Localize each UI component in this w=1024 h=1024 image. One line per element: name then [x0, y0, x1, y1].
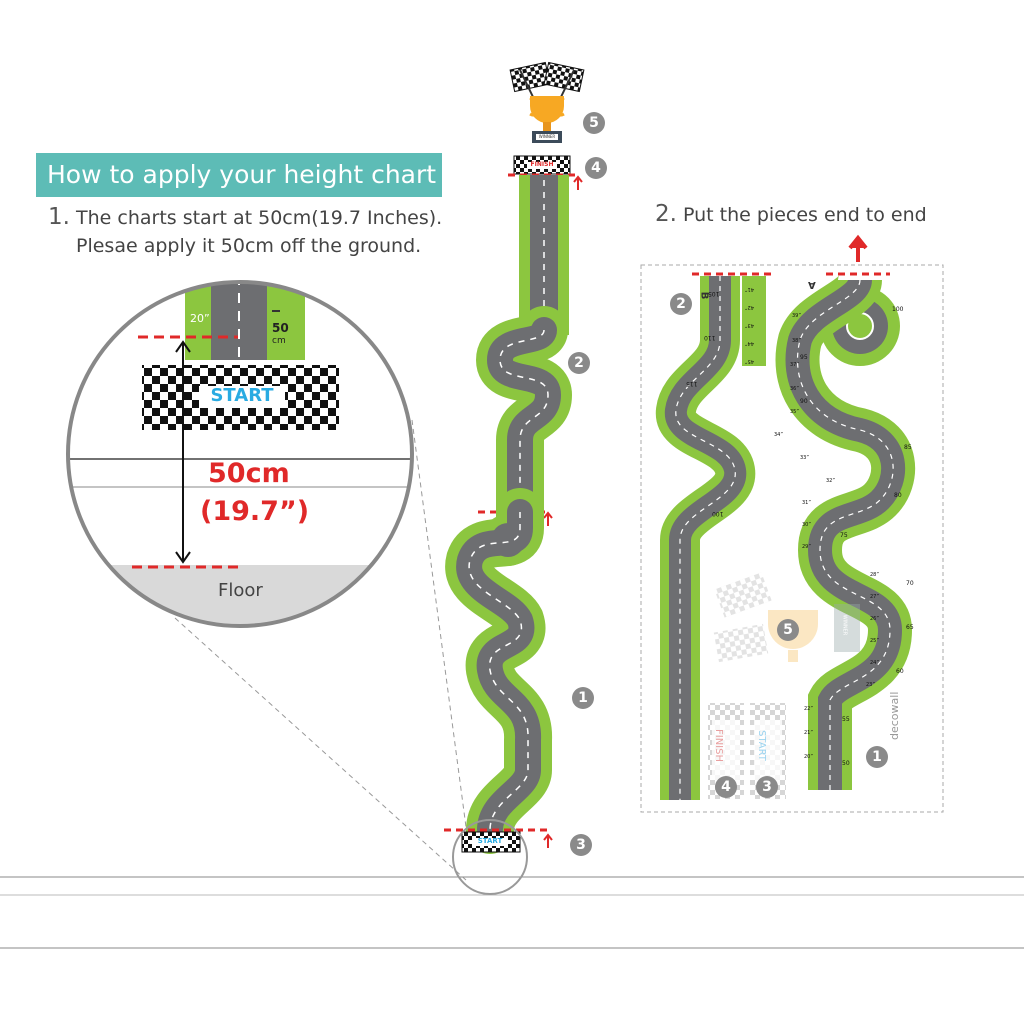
right-strip-cm-55: 55 — [842, 716, 850, 723]
left-strip-cm-110: 110 — [704, 334, 716, 341]
floor-lines — [0, 876, 1024, 949]
right-strip-cm-75: 75 — [840, 532, 848, 539]
right-strip-in-22: 22” — [804, 706, 813, 712]
right-strip-cm-70: 70 — [906, 580, 914, 587]
trophy-icon — [509, 61, 585, 143]
brand-logo: decowall — [888, 691, 901, 740]
right-strip-in-35: 35” — [790, 409, 799, 415]
step-2-number: 2. — [655, 201, 677, 227]
piece-badge-2: 2 — [568, 352, 590, 374]
sheet-badge-1: 1 — [866, 746, 888, 768]
distance-metric: 50cm — [208, 458, 290, 489]
instructions-heading: How to apply your height chart — [36, 153, 442, 197]
assembled-winner-label: WINNER — [538, 134, 556, 139]
left-strip-in-44: 44” — [745, 340, 754, 346]
sheet-finish-label: FINISH — [713, 729, 724, 762]
step-2: 2. Put the pieces end to end — [655, 201, 927, 227]
right-strip-in-29: 29” — [802, 544, 811, 550]
left-strip-in-42: 42” — [745, 304, 754, 310]
zoom-cm-unit: cm — [272, 336, 286, 346]
piece-badge-5: 5 — [583, 112, 605, 134]
zoom-start-label: START — [210, 385, 274, 406]
sheet-winner-label: WINNER — [841, 614, 848, 636]
piece-badge-4: 4 — [585, 157, 607, 179]
right-strip-cm-90: 90 — [800, 398, 808, 405]
right-strip-in-31: 31” — [802, 500, 811, 506]
right-strip-in-38: 38” — [792, 338, 801, 344]
step-1: 1. The charts start at 50cm(19.7 Inches)… — [48, 203, 442, 260]
right-strip-cm-80: 80 — [894, 492, 902, 499]
left-strip-in-41: 41” — [745, 286, 754, 292]
distance-imperial: (19.7”) — [200, 496, 310, 527]
sheet-badge-5: 5 — [777, 619, 799, 641]
step-1-line-1: The charts start at 50cm(19.7 Inches). — [76, 207, 443, 229]
right-strip-in-26: 26” — [870, 616, 879, 622]
left-strip-in-43: 43” — [745, 322, 754, 328]
sticker-sheet — [640, 234, 944, 813]
zoom-detail — [68, 282, 412, 626]
sheet-badge-2: 2 — [670, 293, 692, 315]
right-strip-in-24: 24” — [870, 660, 879, 666]
zoom-circle — [66, 280, 414, 628]
step-1-line-2: Plesae apply it 50cm off the ground. — [76, 235, 422, 257]
right-strip-cm-100: 100 — [892, 306, 904, 313]
zoom-cm-mark: 50 cm — [272, 321, 289, 347]
right-strip-in-36: 36” — [790, 386, 799, 392]
joint-label-a: A — [808, 279, 816, 290]
right-strip-in-20: 20” — [804, 754, 813, 760]
right-strip-in-30: 30” — [802, 522, 811, 528]
zoom-connector — [174, 419, 469, 881]
step-2-text: Put the pieces end to end — [683, 204, 927, 226]
right-strip-cm-50: 50 — [842, 760, 850, 767]
right-strip-in-34: 34” — [774, 432, 783, 438]
right-strip-cm-85: 85 — [904, 444, 912, 451]
right-strip-in-25: 25” — [870, 638, 879, 644]
right-strip-in-23: 23” — [866, 682, 875, 688]
piece-badge-1: 1 — [572, 687, 594, 709]
right-strip-cm-65: 65 — [906, 624, 914, 631]
sheet-badge-3: 3 — [756, 776, 778, 798]
left-strip-cm-105: 105 — [708, 290, 720, 297]
right-strip-in-27: 27” — [870, 594, 879, 600]
piece-badge-3: 3 — [570, 834, 592, 856]
assembled-start-label: START — [477, 837, 503, 845]
assembled-finish-label: FINISH — [530, 161, 554, 168]
right-strip-in-33: 33” — [800, 455, 809, 461]
assembled-height-chart — [444, 61, 585, 895]
right-strip-cm-95: 95 — [800, 354, 808, 361]
left-strip-cm-115: 115 — [686, 380, 698, 387]
zoom-cm-value: 50 — [272, 321, 289, 335]
right-strip-in-37: 37” — [790, 362, 799, 368]
left-strip-cm-100: 100 — [712, 510, 724, 517]
floor-label: Floor — [218, 580, 263, 601]
right-strip-cm-60: 60 — [896, 668, 904, 675]
right-strip-in-21: 21” — [804, 730, 813, 736]
sheet-start-label: START — [755, 730, 767, 761]
right-strip-in-32: 32” — [826, 478, 835, 484]
right-strip-in-28: 28” — [870, 572, 879, 578]
zoom-inch-mark: 20” — [190, 312, 210, 325]
faded-trophy-icon — [713, 572, 860, 663]
right-strip-in-39: 39” — [792, 313, 801, 319]
sheet-badge-4: 4 — [715, 776, 737, 798]
left-strip-in-45: 45” — [745, 358, 754, 364]
step-1-number: 1. — [48, 204, 70, 230]
